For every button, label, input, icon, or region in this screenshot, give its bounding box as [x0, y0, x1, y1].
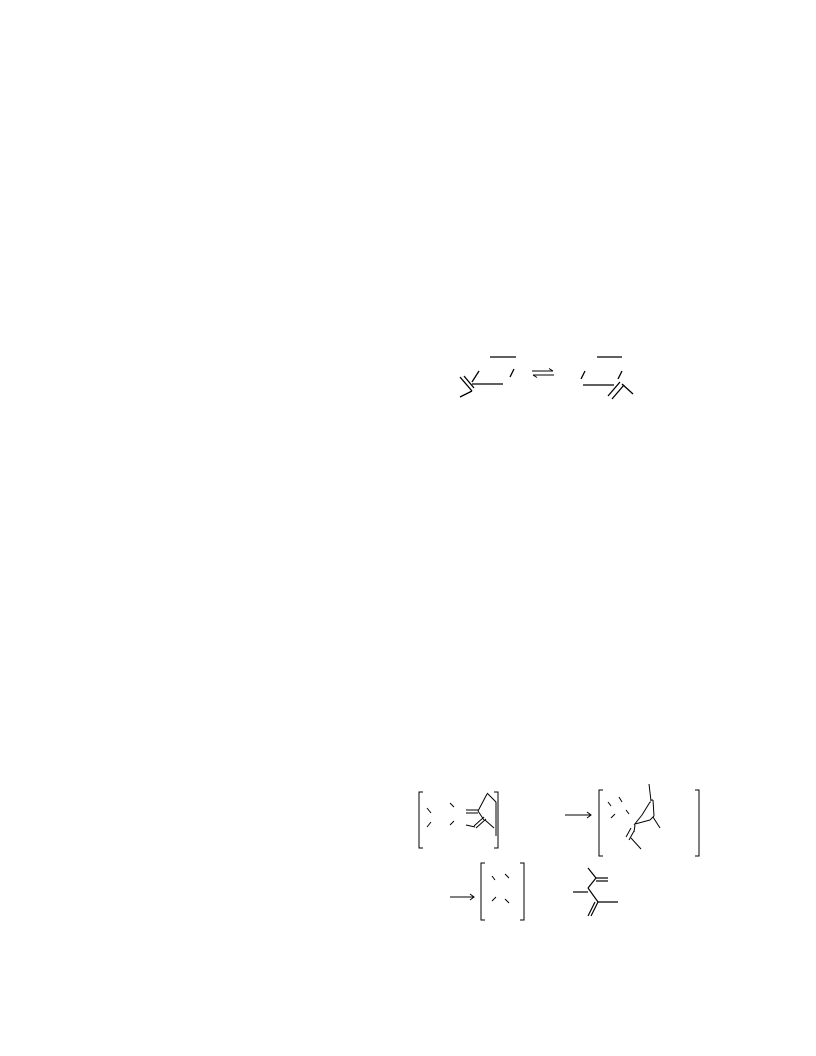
forward-arrow-2	[450, 893, 475, 901]
species-1	[426, 792, 497, 836]
forward-arrow-1	[565, 811, 592, 819]
bracket-right-3	[520, 862, 525, 921]
equilibrium-drawing	[459, 356, 634, 400]
bracket-right-2	[695, 789, 700, 857]
equilibrium-figure	[450, 348, 640, 408]
product-structure	[573, 867, 618, 917]
bracket-right-1	[494, 791, 499, 849]
reaction-scheme-drawing	[418, 783, 700, 921]
equilibrium-arrows	[532, 368, 554, 378]
species-2	[607, 783, 661, 850]
bracket-left-1	[418, 791, 423, 849]
species-3	[491, 873, 510, 904]
bracket-left-3	[480, 862, 485, 921]
reaction-scheme-figure	[410, 780, 710, 925]
right-structure	[580, 356, 634, 400]
bracket-left-2	[598, 789, 603, 857]
left-structure	[459, 356, 516, 398]
